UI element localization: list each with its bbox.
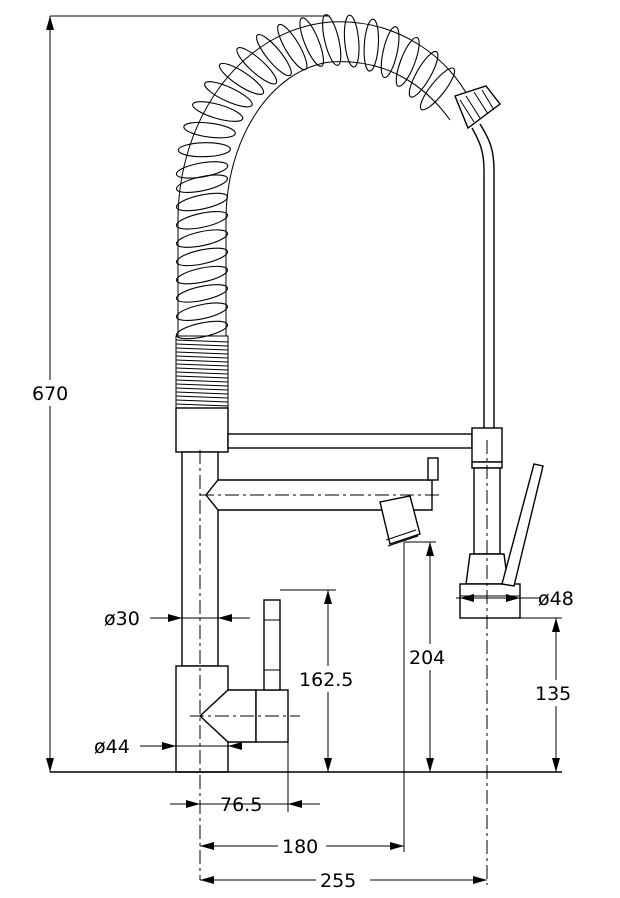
- spring-coil-loop: [175, 265, 229, 285]
- corrugation-ridge: [175, 403, 229, 407]
- corrugation-ridge: [175, 359, 229, 363]
- spring-coil-loop: [236, 47, 278, 85]
- dim-spout-height: 204: [404, 541, 454, 772]
- spring-coil-loop: [322, 14, 342, 66]
- spring-coil: [175, 14, 456, 340]
- dim-holder-diameter-label: ø48: [538, 588, 574, 610]
- corrugation-ridge: [175, 387, 229, 391]
- corrugation-ridge: [175, 383, 229, 387]
- spring-coil-loop: [408, 50, 439, 98]
- spring-coil-loop: [183, 121, 236, 139]
- spring-coil-loop: [175, 211, 229, 230]
- dim-handle-height: 162.5: [280, 589, 360, 772]
- corrugation-ridge: [175, 371, 229, 375]
- dim-handle-offset-label: 76.5: [220, 794, 262, 816]
- spring-coil-loop: [299, 17, 324, 67]
- spring-coil-loop: [204, 81, 253, 108]
- hose-arc-inner: [225, 61, 451, 336]
- spring-coil-loop: [175, 320, 229, 340]
- spring-coil-loop: [343, 14, 360, 68]
- spring-coil-loop: [175, 192, 229, 212]
- dim-total-reach: 255: [200, 868, 487, 892]
- spring-coil-loop: [175, 174, 229, 193]
- corrugation-ridge: [175, 363, 229, 367]
- spring-coil-loop: [192, 101, 244, 122]
- spring-coil-loop: [175, 302, 229, 321]
- corrugation-ridge: [175, 379, 229, 383]
- dim-holder-height-label: 135: [535, 683, 571, 705]
- dim-spout-reach: 180: [200, 542, 405, 858]
- holder-tube-inner: [471, 127, 485, 430]
- dim-handle-height-label: 162.5: [299, 669, 353, 691]
- dim-total-reach-label: 255: [320, 870, 356, 892]
- corrugation-ridge: [175, 391, 229, 395]
- dim-total-height-label: 670: [32, 383, 68, 405]
- corrugation-ridge: [175, 399, 229, 403]
- holder-lever: [501, 463, 544, 587]
- dim-spout-height-label: 204: [409, 647, 445, 669]
- spring-coil-loop: [363, 18, 380, 72]
- spring-coil-loop: [395, 36, 420, 87]
- spring-coil-loop: [380, 26, 400, 79]
- dim-spout-reach-label: 180: [282, 836, 318, 858]
- hose-arc-outer: [177, 21, 471, 336]
- connecting-bar: [227, 433, 473, 449]
- dim-hose-diameter: ø30: [104, 608, 250, 630]
- column-collar: [175, 407, 229, 453]
- holder-tube-outer: [479, 123, 495, 430]
- dim-base-diameter: ø44: [94, 736, 242, 758]
- dim-base-diameter-label: ø44: [94, 736, 130, 758]
- corrugation-ridge: [175, 339, 229, 343]
- spring-coil-loop: [218, 62, 265, 95]
- dim-holder-diameter: ø48: [456, 588, 574, 610]
- spring-coil-loop: [175, 229, 229, 248]
- spring-coil-loop: [255, 33, 292, 77]
- holder-mount: [459, 583, 521, 619]
- corrugation-ridge: [175, 375, 229, 379]
- dim-total-height: 670: [30, 15, 330, 772]
- spring-coil-loop: [175, 247, 229, 267]
- hose-nozzle: [454, 85, 501, 130]
- corrugation-ridge: [175, 395, 229, 399]
- swivel-spout: [205, 457, 439, 547]
- spring-coil-loop: [177, 142, 231, 158]
- corrugation-ridge: [175, 351, 229, 355]
- spring-base-corrugation: [175, 339, 229, 407]
- corrugation-ridge: [175, 367, 229, 371]
- dim-holder-height: 135: [500, 617, 582, 772]
- dim-hose-diameter-label: ø30: [104, 608, 140, 630]
- corrugation-ridge: [175, 343, 229, 347]
- corrugation-ridge: [175, 355, 229, 359]
- dim-handle-offset: 76.5: [170, 742, 320, 816]
- spring-coil-loop: [175, 284, 229, 303]
- corrugation-ridge: [175, 347, 229, 351]
- spring-coil-loop: [175, 161, 229, 179]
- spring-coil-loop: [419, 67, 456, 111]
